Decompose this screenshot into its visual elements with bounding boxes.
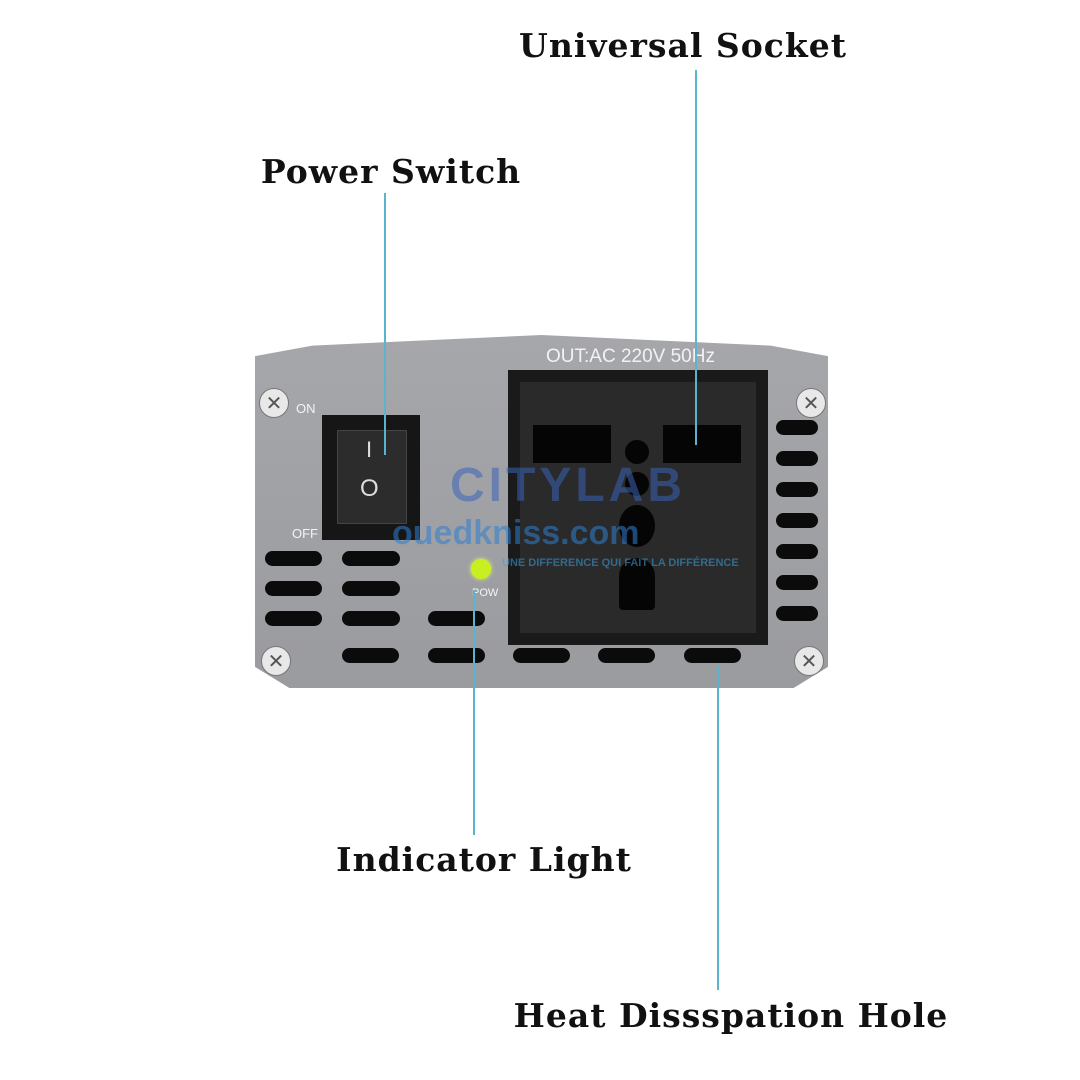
- screw-icon: ✕: [796, 388, 826, 418]
- label-heat-hole: Heat Dissspation Hole: [513, 996, 949, 1035]
- heat-vent: [342, 581, 400, 596]
- leader-line-heat: [717, 665, 719, 990]
- screw-icon: ✕: [259, 388, 289, 418]
- switch-off-mark: O: [360, 475, 379, 502]
- heat-vent: [776, 513, 818, 528]
- universal-socket: [508, 370, 768, 645]
- heat-vent: [428, 611, 485, 626]
- heat-vent: [428, 648, 485, 663]
- heat-vent: [342, 551, 400, 566]
- heat-vent: [342, 611, 400, 626]
- on-label: ON: [296, 401, 316, 416]
- heat-vent: [776, 482, 818, 497]
- heat-vent: [684, 648, 741, 663]
- leader-line-indicator: [473, 590, 475, 835]
- heat-vent: [776, 575, 818, 590]
- heat-vent: [342, 648, 399, 663]
- heat-vent: [513, 648, 570, 663]
- pow-label: POW: [472, 587, 499, 599]
- output-label: OUT:AC 220V 50Hz: [546, 346, 715, 367]
- power-switch[interactable]: I O: [322, 415, 420, 540]
- heat-vent: [776, 420, 818, 435]
- heat-vent: [265, 611, 322, 626]
- heat-vent: [265, 581, 322, 596]
- switch-on-mark: I: [366, 437, 373, 462]
- heat-vent: [776, 544, 818, 559]
- heat-vent: [265, 551, 322, 566]
- indicator-led: [471, 559, 491, 579]
- screw-icon: ✕: [794, 646, 824, 676]
- off-label: OFF: [292, 526, 318, 541]
- screw-icon: ✕: [261, 646, 291, 676]
- leader-line-socket: [695, 70, 697, 445]
- leader-line-switch: [384, 193, 386, 455]
- label-universal-socket: Universal Socket: [519, 26, 847, 65]
- label-power-switch: Power Switch: [260, 152, 522, 191]
- heat-vent: [776, 451, 818, 466]
- label-indicator-light: Indicator Light: [336, 840, 632, 879]
- heat-vent: [598, 648, 655, 663]
- heat-vent: [776, 606, 818, 621]
